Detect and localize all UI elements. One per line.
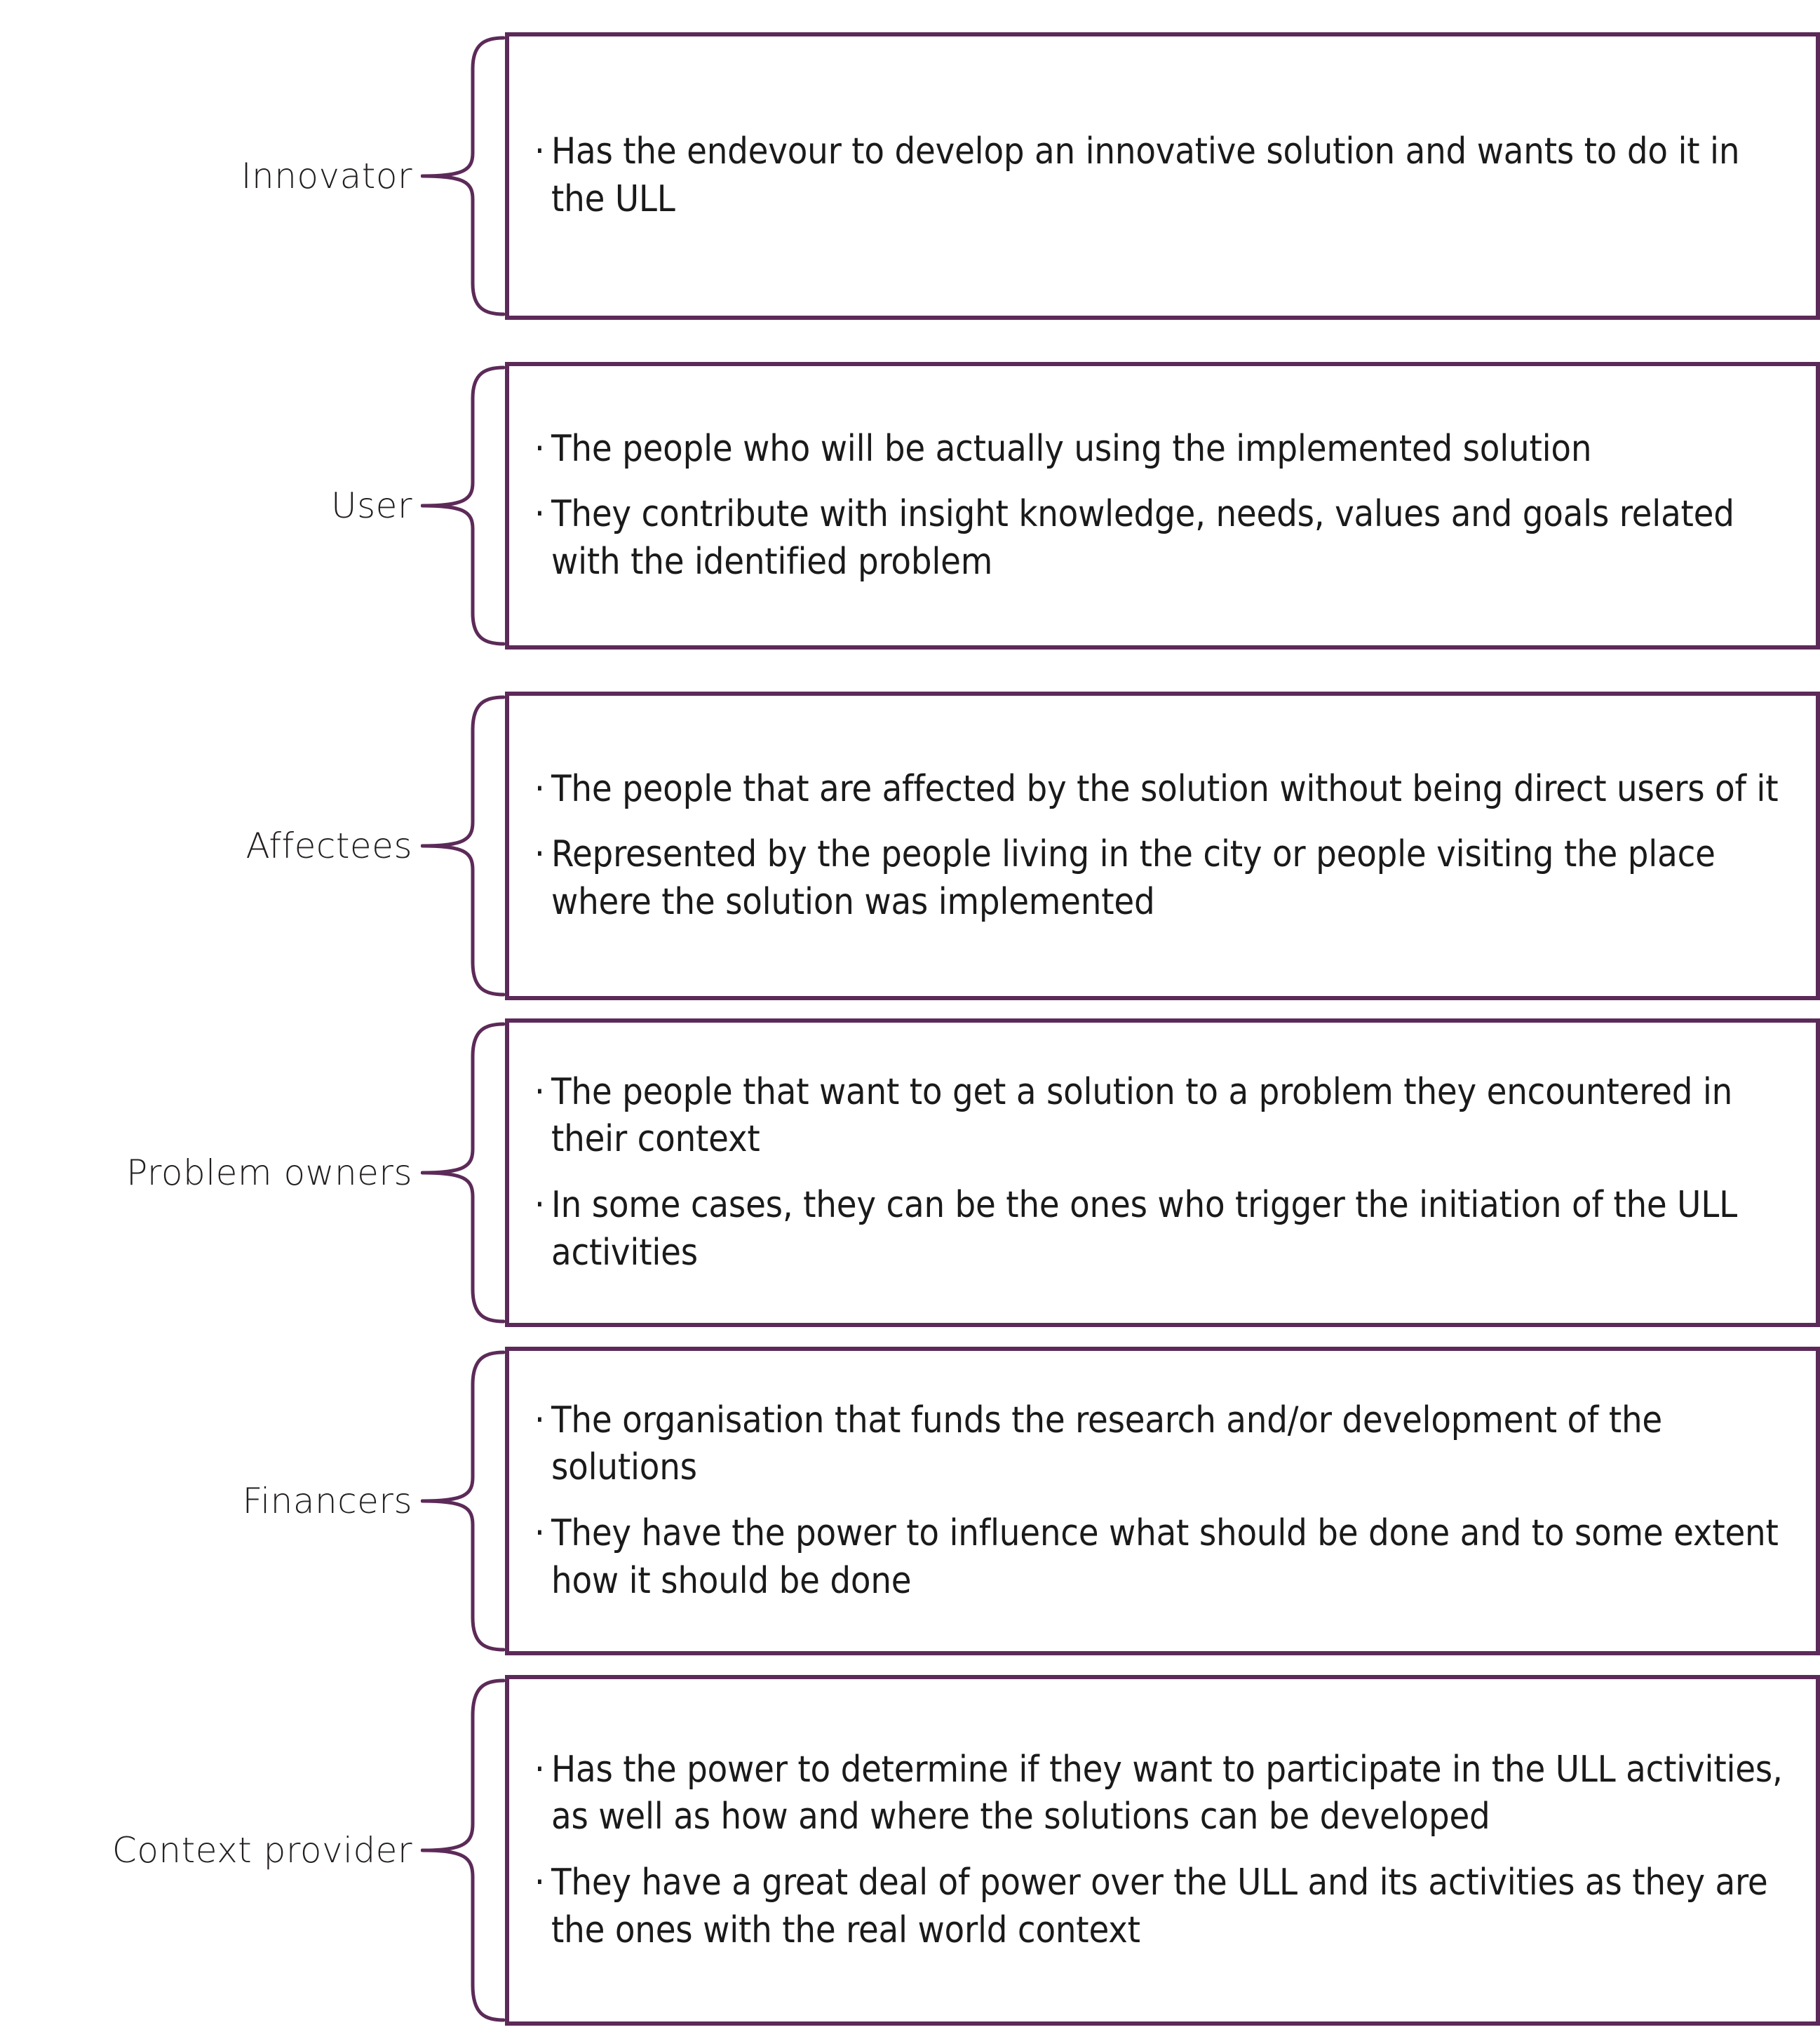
diagram-row: Context provider · Has the power to dete… [0, 1675, 1820, 2026]
description-box-cell: · The people who will be actually using … [505, 362, 1820, 650]
role-label-cell: User [0, 362, 421, 650]
curly-brace-icon [421, 1675, 505, 2026]
list-item: · The people that want to get a solution… [533, 1069, 1792, 1164]
curly-brace-icon [421, 1018, 505, 1327]
description-box-context-provider: · Has the power to determine if they wan… [505, 1675, 1820, 2026]
description-box-affectees: · The people that are affected by the so… [505, 692, 1820, 1000]
description-box-cell: · Has the power to determine if they wan… [505, 1675, 1820, 2026]
bullet-list: · The people who will be actually using … [533, 426, 1792, 586]
role-label-financers: Financers [242, 1480, 412, 1521]
bullet-list: · Has the power to determine if they wan… [533, 1747, 1792, 1954]
description-box-user: · The people who will be actually using … [505, 362, 1820, 650]
role-label-cell: Context provider [0, 1675, 421, 2026]
list-item: · The people who will be actually using … [533, 426, 1792, 473]
diagram-row: Problem owners · The people that want to… [0, 1018, 1820, 1327]
list-item-text: They have a great deal of power over the… [551, 1862, 1768, 1951]
bullet-list: · Has the endevour to develop an innovat… [533, 128, 1792, 223]
bullet-list: · The people that want to get a solution… [533, 1069, 1792, 1277]
list-item: · Has the power to determine if they wan… [533, 1747, 1792, 1841]
diagram-row: Affectees · The people that are affected… [0, 692, 1820, 1000]
list-item: · Has the endevour to develop an innovat… [533, 128, 1792, 223]
curly-brace-icon [421, 32, 505, 320]
bullet-dot-icon: · [534, 493, 545, 536]
bullet-dot-icon: · [534, 1512, 545, 1554]
list-item-text: Has the endevour to develop an innovativ… [551, 130, 1740, 220]
list-item-text: Has the power to determine if they want … [551, 1748, 1783, 1838]
role-label-cell: Innovator [0, 32, 421, 320]
role-label-innovator: Innovator [241, 155, 412, 196]
description-box-innovator: · Has the endevour to develop an innovat… [505, 32, 1820, 320]
bullet-dot-icon: · [534, 833, 545, 876]
list-item-text: The organisation that funds the research… [551, 1399, 1662, 1489]
diagram-row: Innovator · Has the endevour to develop … [0, 32, 1820, 320]
list-item-text: The people that want to get a solution t… [551, 1070, 1733, 1161]
list-item: · Represented by the people living in th… [533, 831, 1792, 926]
role-label-context-provider: Context provider [112, 1829, 412, 1871]
description-box-cell: · Has the endevour to develop an innovat… [505, 32, 1820, 320]
bullet-dot-icon: · [534, 1748, 545, 1791]
bullet-list: · The organisation that funds the resear… [533, 1397, 1792, 1605]
role-label-user: User [331, 485, 412, 526]
role-label-cell: Problem owners [0, 1018, 421, 1327]
list-item-text: They contribute with insight knowledge, … [551, 493, 1734, 583]
list-item: · They contribute with insight knowledge… [533, 491, 1792, 586]
list-item-text: Represented by the people living in the … [551, 833, 1715, 923]
bullet-dot-icon: · [534, 767, 545, 810]
curly-brace-icon [421, 1347, 505, 1655]
list-item: · The people that are affected by the so… [533, 766, 1792, 814]
list-item: · The organisation that funds the resear… [533, 1397, 1792, 1492]
role-label-affectees: Affectees [245, 825, 412, 866]
curly-brace-icon [421, 692, 505, 1000]
list-item-text: The people that are affected by the solu… [551, 767, 1779, 810]
curly-brace-icon [421, 362, 505, 650]
list-item: · They have a great deal of power over t… [533, 1859, 1792, 1954]
role-label-problem-owners: Problem owners [126, 1152, 412, 1193]
bullet-dot-icon: · [534, 130, 545, 173]
diagram-row: User · The people who will be actually u… [0, 362, 1820, 650]
role-label-cell: Financers [0, 1347, 421, 1655]
description-box-cell: · The people that want to get a solution… [505, 1018, 1820, 1327]
bullet-dot-icon: · [534, 1399, 545, 1441]
description-box-cell: · The organisation that funds the resear… [505, 1347, 1820, 1655]
bullet-dot-icon: · [534, 427, 545, 470]
list-item-text: They have the power to influence what sh… [551, 1512, 1779, 1602]
list-item-text: The people who will be actually using th… [551, 427, 1592, 470]
description-box-cell: · The people that are affected by the so… [505, 692, 1820, 1000]
list-item-text: In some cases, they can be the ones who … [551, 1184, 1737, 1274]
bullet-dot-icon: · [534, 1184, 545, 1226]
description-box-financers: · The organisation that funds the resear… [505, 1347, 1820, 1655]
bullet-dot-icon: · [534, 1070, 545, 1113]
description-box-problem-owners: · The people that want to get a solution… [505, 1018, 1820, 1327]
diagram-row: Financers · The organisation that funds … [0, 1347, 1820, 1655]
bullet-list: · The people that are affected by the so… [533, 766, 1792, 927]
bullet-dot-icon: · [534, 1862, 545, 1904]
list-item: · In some cases, they can be the ones wh… [533, 1182, 1792, 1277]
list-item: · They have the power to influence what … [533, 1510, 1792, 1605]
role-label-cell: Affectees [0, 692, 421, 1000]
